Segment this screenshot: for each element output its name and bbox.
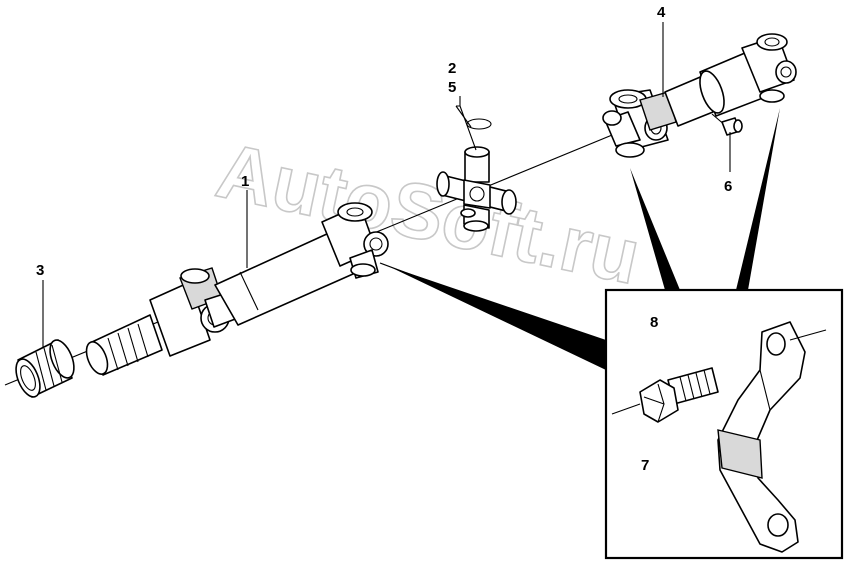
callout-7: 7 [641, 457, 649, 474]
part-3-spline-nut [15, 339, 75, 398]
part-2-universal-joint-cross [436, 146, 517, 232]
detail-inset-frame [604, 288, 844, 560]
part-8-bolt [611, 367, 719, 423]
part-5-circlip [466, 118, 492, 130]
part-6-grease-nipple [711, 113, 743, 136]
detail-zoom-wedges [388, 108, 780, 370]
callout-2: 2 [448, 60, 456, 77]
callout-8: 8 [650, 314, 658, 331]
callout-5: 5 [448, 79, 456, 96]
callout-labels: 1 2 5 3 4 6 8 7 [36, 4, 732, 474]
callout-6: 6 [724, 178, 732, 195]
callout-3: 3 [36, 262, 44, 279]
part-1-front-shaft [85, 202, 389, 376]
callout-4: 4 [657, 4, 666, 21]
part-7-bearing-strap [717, 321, 827, 553]
part-4-rear-shaft [602, 33, 797, 158]
callout-1: 1 [241, 173, 249, 190]
